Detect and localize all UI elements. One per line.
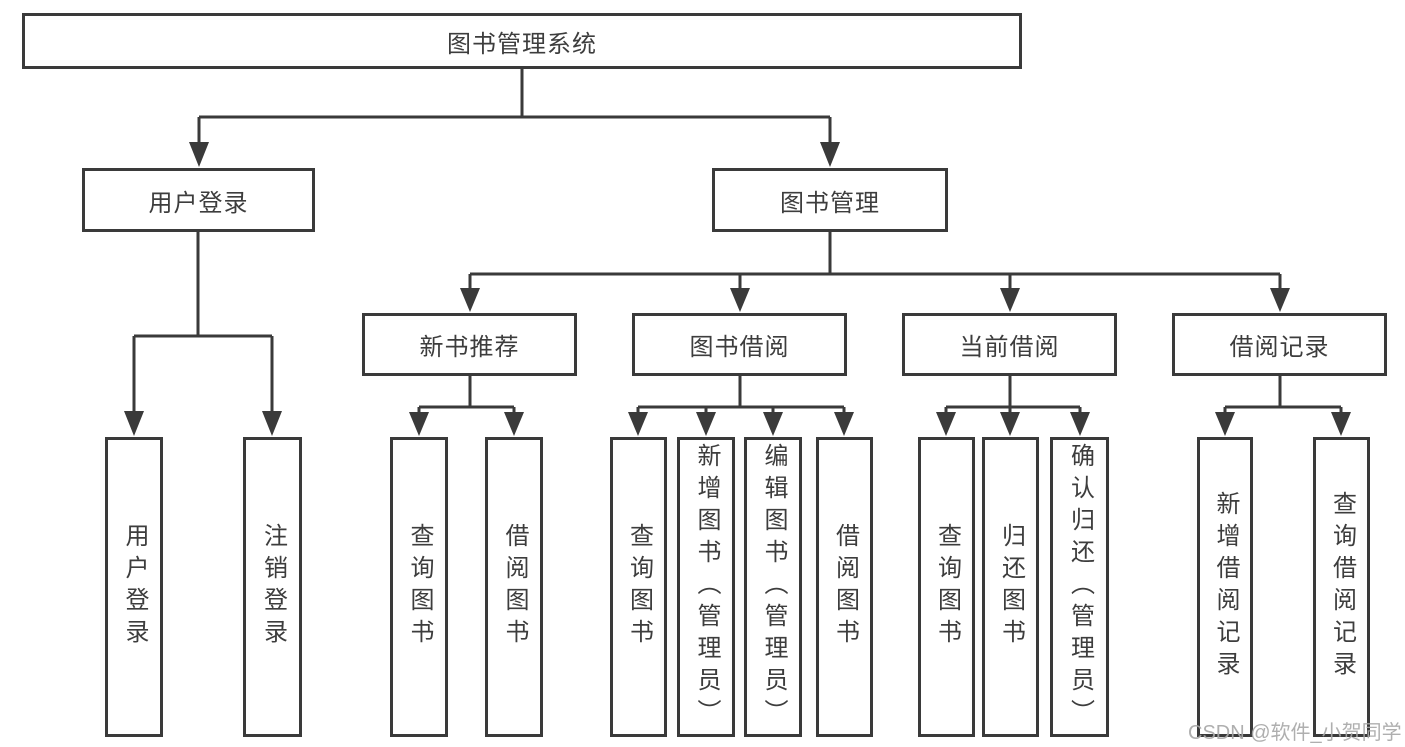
node-root: 图书管理系统 (22, 13, 1022, 69)
leaf-query-books-current: 查询图书 (918, 437, 975, 737)
node-user-login: 用户登录 (82, 168, 315, 232)
leaf-borrow-books: 借阅图书 (816, 437, 873, 737)
leaf-query-books-recommend: 查询图书 (390, 437, 448, 737)
leaf-borrow-books-recommend: 借阅图书 (485, 437, 543, 737)
node-book-borrow: 图书借阅 (632, 313, 847, 376)
leaf-query-books-borrow: 查询图书 (610, 437, 667, 737)
node-book-management: 图书管理 (712, 168, 948, 232)
node-new-book-recommend: 新书推荐 (362, 313, 577, 376)
csdn-watermark: CSDN @软件_小贺同学 (1188, 722, 1402, 744)
leaf-add-books-admin: 新增图书（管理员） (677, 437, 735, 737)
leaf-user-login: 用户登录 (105, 437, 163, 737)
node-borrow-records: 借阅记录 (1172, 313, 1387, 376)
leaf-return-books: 归还图书 (982, 437, 1039, 737)
leaf-confirm-return-admin: 确认归还（管理员） (1050, 437, 1109, 737)
leaf-edit-books-admin: 编辑图书（管理员） (744, 437, 802, 737)
leaf-add-borrow-record: 新增借阅记录 (1197, 437, 1253, 737)
leaf-query-borrow-record: 查询借阅记录 (1313, 437, 1370, 737)
node-current-borrow: 当前借阅 (902, 313, 1117, 376)
leaf-logout: 注销登录 (243, 437, 302, 737)
arrowheads (124, 142, 1351, 436)
